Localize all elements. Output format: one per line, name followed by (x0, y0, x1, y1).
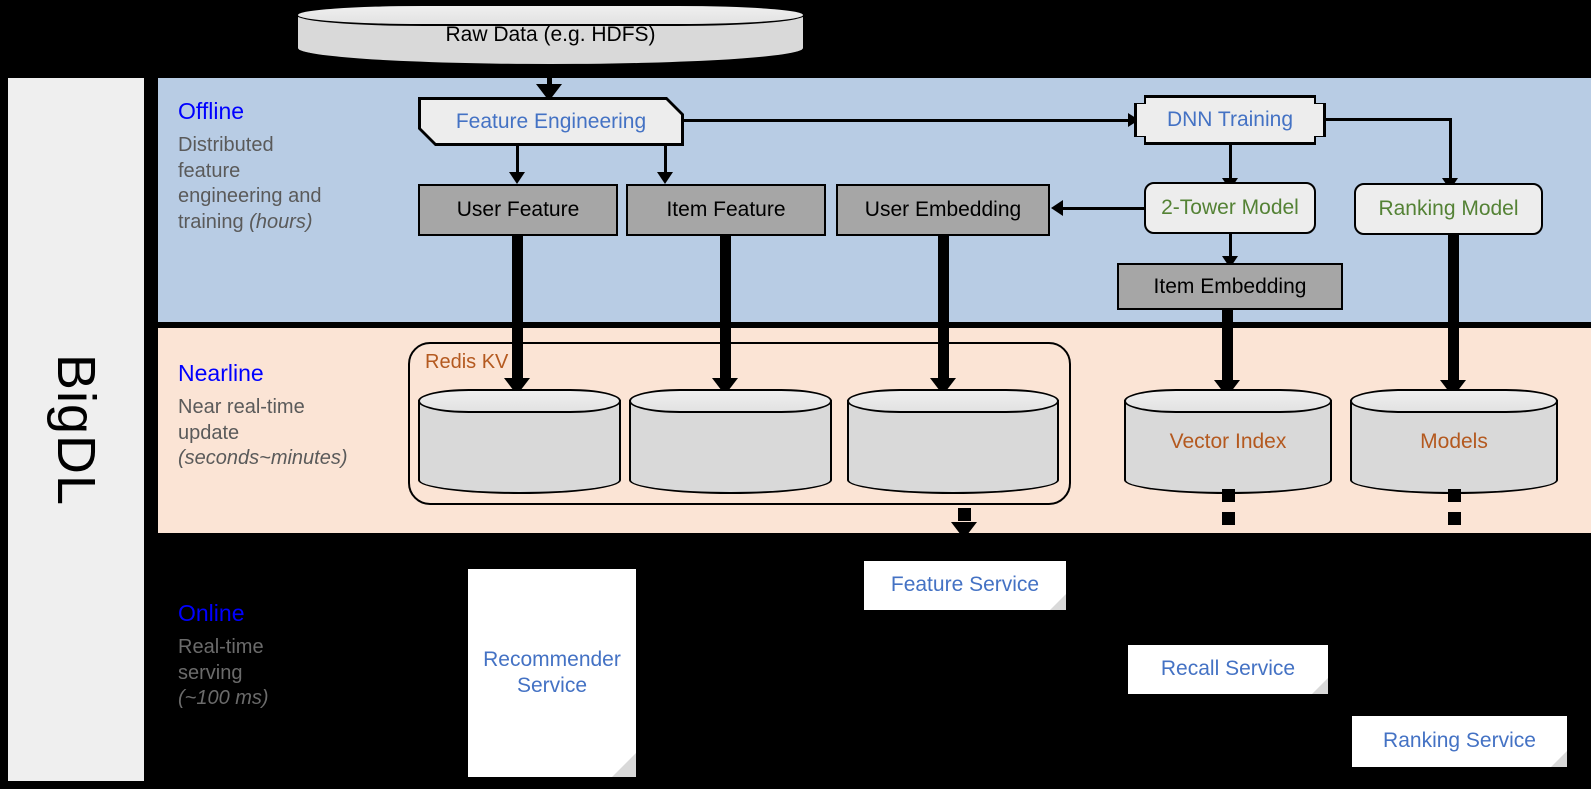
pipe-userembedding-to-store (938, 236, 949, 383)
offline-title: Offline (178, 98, 245, 124)
recommender-service-l2: Service (516, 674, 587, 697)
cylinder-body (847, 400, 1059, 494)
cylinder-top (418, 389, 621, 413)
nearline-desc-l1: Near real-time (178, 396, 305, 418)
cylinder-body (418, 400, 621, 494)
pipe-userfeature-to-store (512, 236, 523, 383)
connector-twotower-to-userembedding (1063, 207, 1145, 210)
offline-desc-l2: feature (178, 159, 241, 182)
recommender-service-l1: Recommender (483, 647, 621, 671)
redis-kv-container[interactable] (408, 342, 1071, 505)
nearline-caption: Nearline Near real-time update (seconds~… (178, 360, 368, 472)
dash-featureservice-1 (958, 508, 971, 521)
ranking-service-label: Ranking Service (1383, 729, 1536, 753)
dash-rankingservice-2 (1448, 512, 1461, 525)
dash-recallservice-2 (1222, 512, 1235, 525)
online-title: Online (178, 600, 245, 626)
feature-service-card[interactable]: Feature Service (864, 561, 1066, 610)
cylinder-top (1350, 389, 1558, 413)
arrowhead-fe-to-itemfeature (657, 172, 673, 184)
dnn-training-node[interactable]: DNN Training (1134, 95, 1326, 145)
connector-fe-to-userfeature (516, 146, 519, 174)
offline-caption: Offline Distributed feature engineering … (178, 98, 368, 235)
online-description: Real-time serving (~100 ms) (178, 635, 368, 712)
feature-service-label: Feature Service (890, 573, 1040, 597)
item-embedding-node[interactable]: Item Embedding (1117, 263, 1343, 310)
item-feature-node[interactable]: Item Feature (626, 184, 826, 236)
online-desc-l2: serving (178, 661, 243, 684)
dnn-training-label: DNN Training (1137, 98, 1323, 142)
connector-rawdata-to-fe (547, 66, 552, 88)
item-feature-label: Item Feature (666, 198, 786, 221)
connector-fe-to-itemfeature (664, 146, 667, 174)
dash-recallservice-1 (1222, 489, 1235, 502)
recommender-service-card[interactable]: Recommender Service (468, 569, 636, 777)
models-cylinder[interactable]: Models (1350, 389, 1558, 494)
redis-kv-label: Redis KV (425, 351, 509, 373)
offline-desc-l3: engineering and (178, 185, 322, 208)
raw-data-cylinder[interactable]: Raw Data (e.g. HDFS) (296, 4, 805, 66)
cylinder-body (629, 400, 832, 494)
models-label: Models (1420, 429, 1488, 453)
ranking-model-node[interactable]: Ranking Model (1354, 183, 1543, 235)
offline-description: Distributed feature engineering and trai… (178, 133, 368, 235)
two-tower-model-label: 2-Tower Model (1161, 196, 1299, 219)
user-embedding-label: User Embedding (864, 198, 1022, 221)
offline-desc-l1: Distributed (178, 134, 274, 156)
redis-store-cylinder-3[interactable] (847, 389, 1059, 494)
cylinder-top (847, 389, 1059, 413)
bigdl-platform-rail: BigDL (8, 78, 144, 781)
connector-twotower-to-itememb (1229, 234, 1232, 262)
nearline-title: Nearline (178, 360, 264, 386)
two-tower-model-node[interactable]: 2-Tower Model (1144, 182, 1316, 234)
ranking-service-card[interactable]: Ranking Service (1352, 716, 1567, 767)
dash-rankingservice-1 (1448, 489, 1461, 502)
pipe-itemembedding-to-vectorindex (1222, 310, 1233, 385)
offline-desc-italic: (hours) (249, 210, 313, 233)
connector-dnn-to-ranking-h (1326, 118, 1451, 121)
arrowhead-rawdata-to-fe (536, 84, 562, 101)
redis-store-cylinder-1[interactable] (418, 389, 621, 494)
raw-data-label: Raw Data (e.g. HDFS) (445, 23, 656, 46)
cylinder-top (1124, 389, 1332, 413)
vector-index-label: Vector Index (1169, 429, 1287, 453)
nearline-desc-italic: (seconds~minutes) (178, 447, 348, 470)
cylinder-top (296, 4, 805, 26)
pipe-rankingmodel-to-models (1448, 235, 1459, 385)
online-desc-italic: (~100 ms) (178, 687, 269, 710)
bigdl-label: BigDL (46, 353, 107, 506)
redis-store-cylinder-2[interactable] (629, 389, 832, 494)
nearline-description: Near real-time update (seconds~minutes) (178, 395, 368, 472)
vector-index-cylinder[interactable]: Vector Index (1124, 389, 1332, 494)
pipe-itemfeature-to-store (720, 236, 731, 383)
feature-engineering-label: Feature Engineering (421, 100, 681, 143)
connector-dnn-to-twotower (1229, 145, 1232, 182)
user-feature-label: User Feature (456, 198, 580, 221)
offline-desc-l4: training (178, 210, 250, 233)
arrowhead-fe-to-userfeature (509, 172, 525, 184)
online-desc-l1: Real-time (178, 636, 264, 658)
recall-service-label: Recall Service (1160, 657, 1296, 681)
ranking-model-label: Ranking Model (1378, 197, 1519, 220)
connector-dnn-to-ranking-v (1449, 118, 1452, 182)
online-caption: Online Real-time serving (~100 ms) (178, 600, 368, 712)
cylinder-top (629, 389, 832, 413)
arrowhead-store-to-featureservice (951, 522, 977, 539)
feature-engineering-node[interactable]: Feature Engineering (418, 97, 684, 146)
recall-service-card[interactable]: Recall Service (1128, 645, 1328, 694)
user-embedding-node[interactable]: User Embedding (836, 184, 1050, 236)
recommender-service-label: Recommender Service (468, 569, 636, 777)
arrowhead-fe-to-dnn (1128, 113, 1139, 127)
connector-fe-to-dnn (684, 119, 1132, 122)
item-embedding-label: Item Embedding (1153, 274, 1307, 298)
nearline-desc-l2: update (178, 421, 240, 444)
user-feature-node[interactable]: User Feature (418, 184, 618, 236)
arrowhead-twotower-to-userembedding (1051, 200, 1063, 216)
